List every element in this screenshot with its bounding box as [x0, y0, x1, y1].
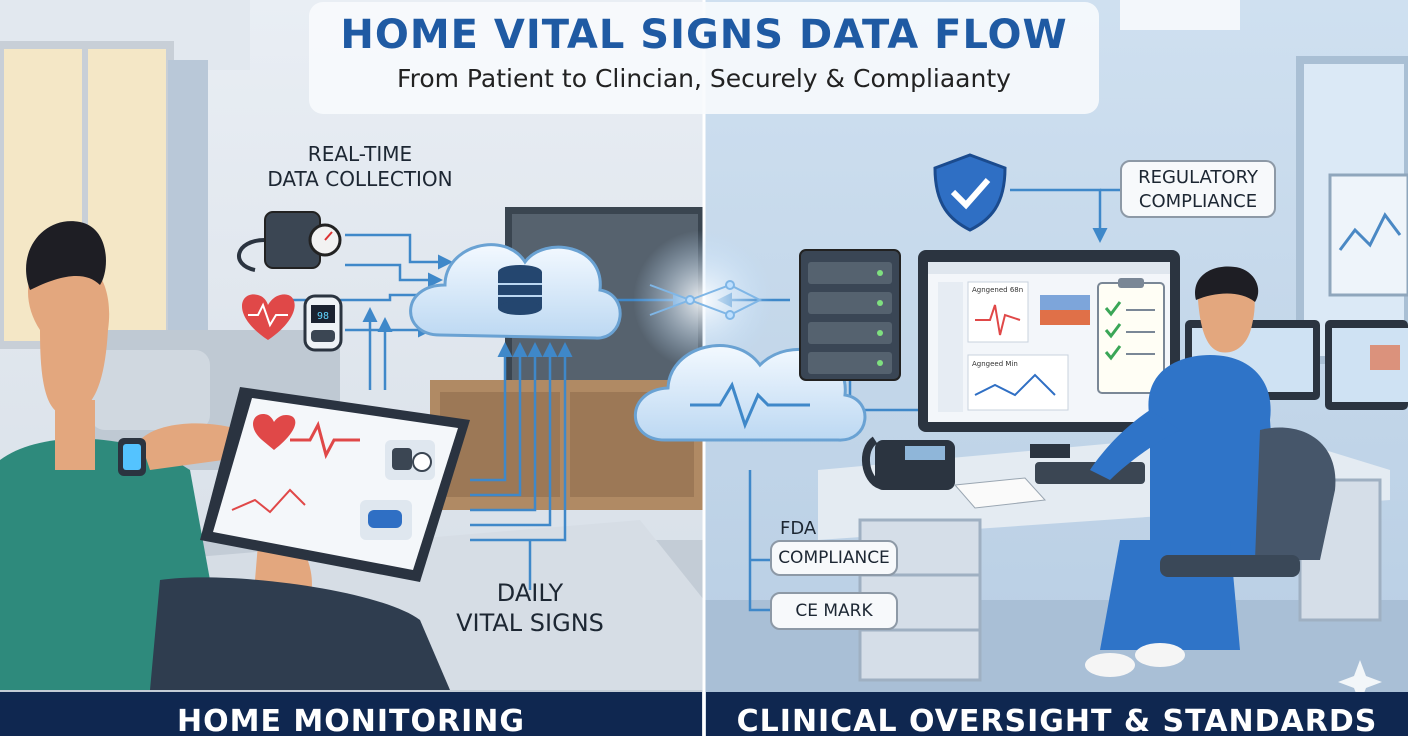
home-monitoring-banner: HOME MONITORING	[0, 692, 702, 736]
clipboard-checklist-icon	[1097, 278, 1165, 394]
collection-label-line2: DATA COLLECTION	[267, 167, 453, 191]
clinical-oversight-banner: CLINICAL OVERSIGHT & STANDARDS	[706, 692, 1408, 736]
tablet-icon	[200, 387, 470, 582]
regulatory-compliance-badge: REGULATORY COMPLIANCE	[1120, 160, 1276, 218]
pulse-oximeter-icon: 98	[303, 294, 343, 352]
svg-text:Agngened 68n: Agngened 68n	[972, 286, 1023, 294]
desk-phone-icon	[861, 436, 955, 490]
collection-label-line1: REAL-TIME	[307, 142, 413, 166]
sparkle-icon	[1338, 660, 1382, 704]
daily-label-line1: DAILY	[496, 579, 564, 607]
fda-label: FDA	[780, 518, 817, 539]
clinician-figure	[1085, 266, 1336, 677]
server-rack-icon	[799, 249, 901, 381]
cloud-database-icon	[409, 243, 622, 340]
patient-figure	[0, 221, 450, 690]
network-glow	[633, 230, 773, 370]
collection-label: REAL-TIME DATA COLLECTION	[255, 142, 465, 192]
page-title: HOME VITAL SIGNS DATA FLOW	[340, 12, 1068, 58]
heart-rate-icon	[242, 294, 295, 340]
document-paper	[953, 477, 1047, 509]
daily-label-line2: VITAL SIGNS	[456, 609, 604, 637]
network-node-icon	[649, 280, 763, 320]
ce-mark-badge: CE MARK	[770, 592, 898, 630]
regulatory-line2: COMPLIANCE	[1138, 191, 1258, 212]
regulatory-line1: REGULATORY	[1138, 167, 1258, 188]
blood-pressure-cuff-icon	[237, 211, 342, 272]
shield-check-icon	[933, 153, 1007, 232]
svg-text:Agngeed Min: Agngeed Min	[972, 360, 1018, 368]
fda-compliance-badge: COMPLIANCE	[770, 540, 898, 576]
title-box: HOME VITAL SIGNS DATA FLOW From Patient …	[309, 2, 1099, 114]
daily-vitals-label: DAILY VITAL SIGNS	[420, 578, 640, 638]
keyboard	[1035, 462, 1145, 484]
page-subtitle: From Patient to Clincian, Securely & Com…	[397, 64, 1011, 93]
svg-text:98: 98	[317, 311, 329, 322]
